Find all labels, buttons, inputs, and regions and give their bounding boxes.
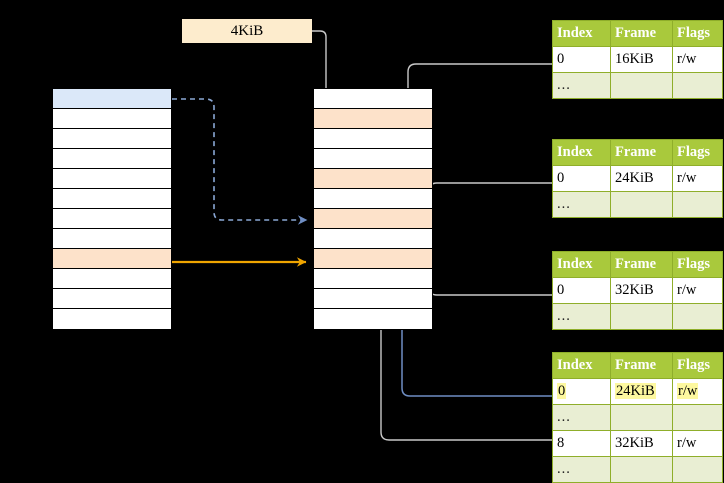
page-table-4-row-1: ... — [552, 404, 723, 431]
page-table-4-row-0: 0 24KiB r/w — [552, 378, 723, 405]
virtual-address-space-cell-11 — [53, 309, 171, 329]
page-table-1-row-1-flags — [672, 72, 723, 99]
page-table-2-header-frame: Frame — [610, 139, 673, 166]
page-table-3-row-1-index: ... — [552, 303, 611, 330]
page-table-4-row-0-index-highlight: 0 — [557, 383, 567, 399]
page-table-2-header-flags: Flags — [672, 139, 723, 166]
page-table-3-row-0-index: 0 — [552, 277, 611, 304]
page-table-3-header-frame: Frame — [610, 251, 673, 278]
physical-address-space-cell-5 — [314, 189, 432, 209]
physical-address-space-cell-9 — [314, 269, 432, 289]
page-table-1-header-index: Index — [552, 20, 611, 47]
page-table-4-row-2-frame: 32KiB — [610, 430, 673, 457]
page-table-4-row-3-index: ... — [552, 456, 611, 483]
virtual-address-space-cell-10 — [53, 289, 171, 309]
physical-address-space-cell-3 — [314, 149, 432, 169]
virtual-address-space-cell-4 — [53, 169, 171, 189]
virtual-address-space-cell-3 — [53, 149, 171, 169]
page-table-1-row-1-frame — [610, 72, 673, 99]
physical-address-space-cell-2 — [314, 129, 432, 149]
page-table-1-header-frame: Frame — [610, 20, 673, 47]
virtual-address-space-cell-5 — [53, 189, 171, 209]
page-table-4-row-0-flags-highlight: r/w — [677, 383, 699, 399]
page-table-4-header-frame: Frame — [610, 352, 673, 379]
page-table-2-row-1-flags — [672, 191, 723, 218]
page-table-4-header-index: Index — [552, 352, 611, 379]
page-table-4-row-1-frame — [610, 404, 673, 431]
page-table-2-row-1: ... — [552, 191, 723, 218]
page-table-2-header-index: Index — [552, 139, 611, 166]
page-table-3-row-0-flags: r/w — [672, 277, 723, 304]
physical-address-space-cell-4 — [314, 169, 432, 189]
physical-address-space-column — [313, 88, 433, 330]
page-table-3-row-0-frame: 32KiB — [610, 277, 673, 304]
size-label-4kib: 4KiB — [182, 19, 312, 43]
page-table-2-row-0-index: 0 — [552, 165, 611, 192]
physical-address-space-cell-7 — [314, 229, 432, 249]
page-table-3-header-flags: Flags — [672, 251, 723, 278]
physical-address-space-cell-10 — [314, 289, 432, 309]
page-table-4-row-3-frame — [610, 456, 673, 483]
physical-address-space-cell-6 — [314, 209, 432, 229]
page-table-2-row-0-flags: r/w — [672, 165, 723, 192]
page-table-3-header-index: Index — [552, 251, 611, 278]
page-table-2-row-1-frame — [610, 191, 673, 218]
page-table-3-row-1: ... — [552, 303, 723, 330]
page-table-4-row-3-flags — [672, 456, 723, 483]
page-table-3-row-1-flags — [672, 303, 723, 330]
virtual-address-space-cell-9 — [53, 269, 171, 289]
page-table-1-row-1: ... — [552, 72, 723, 99]
page-table-1-row-0-index: 0 — [552, 46, 611, 73]
page-table-4-row-0-flags: r/w — [672, 378, 723, 405]
page-table-4-row-2-index: 8 — [552, 430, 611, 457]
virtual-address-space-cell-6 — [53, 209, 171, 229]
page-table-4-row-0-frame: 24KiB — [610, 378, 673, 405]
page-table-4-row-3: ... — [552, 456, 723, 483]
page-table-4-row-2-flags: r/w — [672, 430, 723, 457]
physical-address-space-cell-1 — [314, 109, 432, 129]
page-table-3-row-1-frame — [610, 303, 673, 330]
page-table-4-header-flags: Flags — [672, 352, 723, 379]
virtual-address-space-cell-8 — [53, 249, 171, 269]
physical-address-space-cell-0 — [314, 89, 432, 109]
page-table-4-row-1-index: ... — [552, 404, 611, 431]
page-table-1-header-flags: Flags — [672, 20, 723, 47]
page-table-4-row-0-frame-highlight: 24KiB — [615, 383, 656, 399]
page-table-2-row-0-frame: 24KiB — [610, 165, 673, 192]
page-table-4-row-0-index: 0 — [552, 378, 611, 405]
virtual-address-space-column — [52, 88, 172, 330]
physical-address-space-cell-8 — [314, 249, 432, 269]
virtual-address-space-cell-7 — [53, 229, 171, 249]
page-table-1-row-0-flags: r/w — [672, 46, 723, 73]
page-table-2-row-1-index: ... — [552, 191, 611, 218]
page-table-1-row-0-frame: 16KiB — [610, 46, 673, 73]
physical-address-space-cell-11 — [314, 309, 432, 329]
virtual-address-space-cell-0 — [53, 89, 171, 109]
size-label-text: 4KiB — [230, 22, 264, 39]
page-table-4-row-1-flags — [672, 404, 723, 431]
page-table-1-row-1-index: ... — [552, 72, 611, 99]
virtual-address-space-cell-2 — [53, 129, 171, 149]
virtual-address-space-cell-1 — [53, 109, 171, 129]
